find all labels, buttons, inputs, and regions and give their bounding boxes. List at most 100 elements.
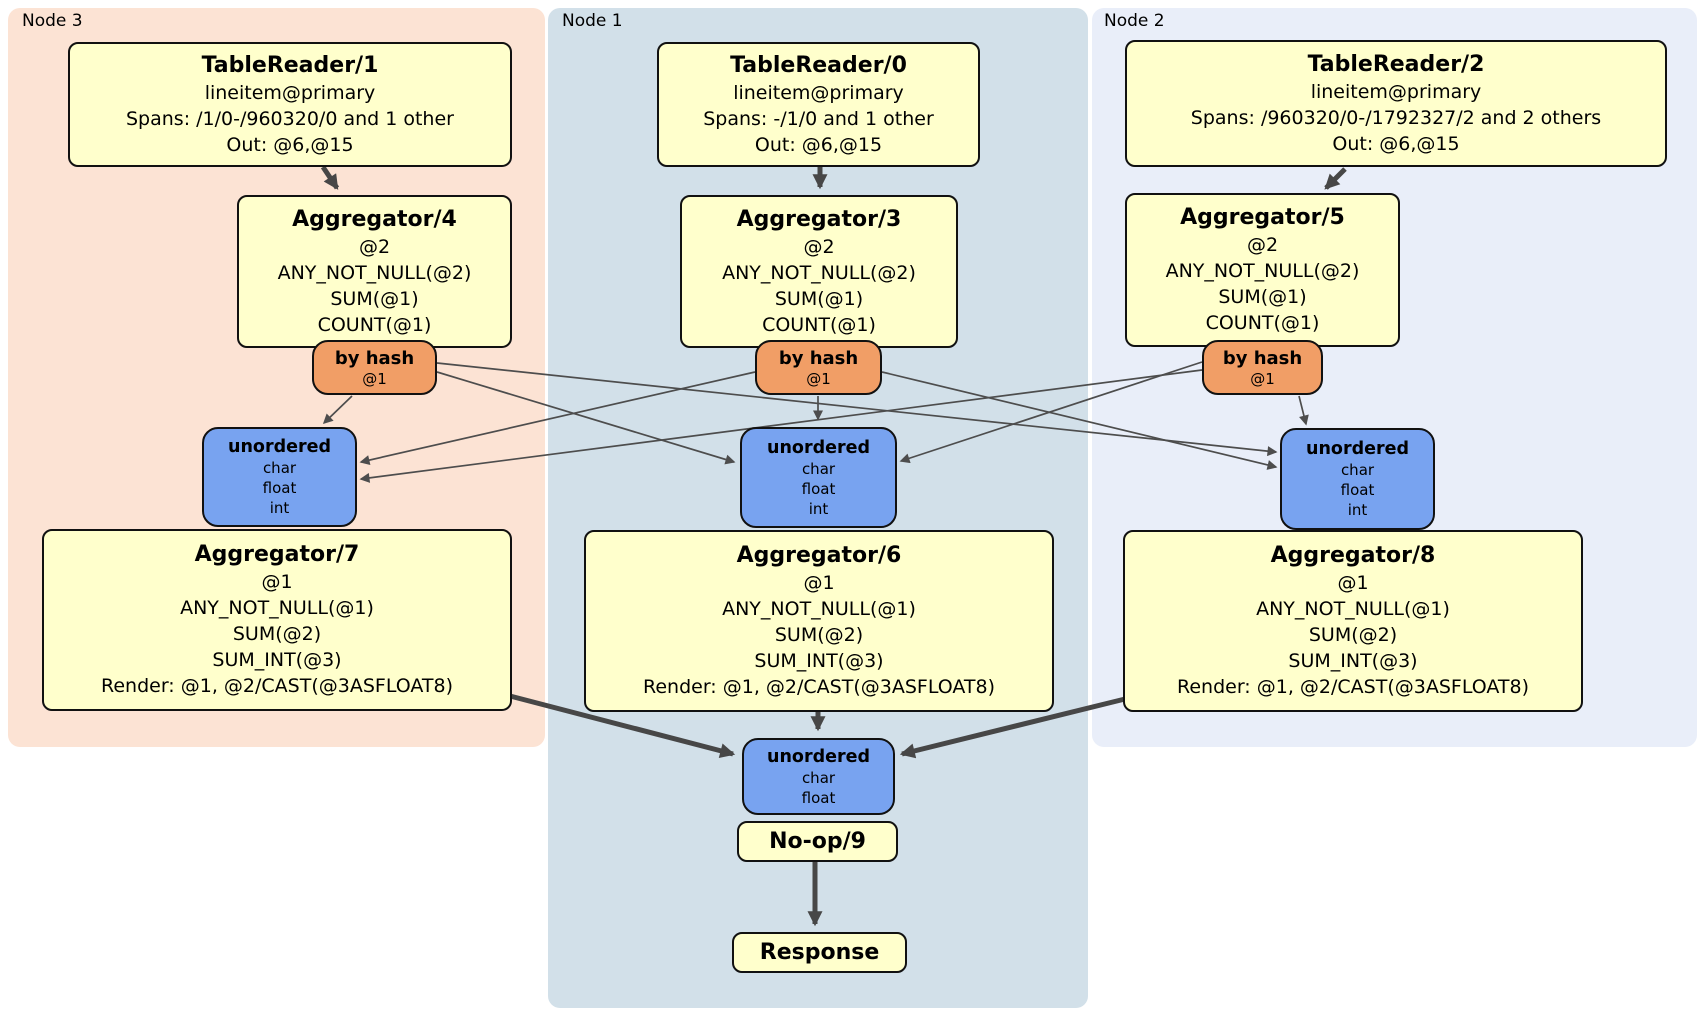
edge-router2-sync3 (359, 369, 1203, 483)
processor-line: SUM(@1) (1218, 286, 1307, 308)
edge-aggregator8-final-sync (899, 696, 1126, 759)
processor-line: COUNT(@1) (1205, 312, 1320, 334)
sync-title: unordered (767, 437, 870, 458)
processor-line: SUM_INT(@3) (1288, 650, 1418, 672)
edge-aggregator7-final-sync (509, 693, 736, 759)
sync-title: unordered (1306, 439, 1409, 459)
stream-arrows (322, 361, 1309, 483)
processor-line: @1 (1337, 572, 1369, 594)
processor-line: SUM(@2) (1308, 624, 1398, 646)
router-title: by hash (334, 347, 415, 369)
processor-line: ANY_NOT_NULL(@1) (1256, 598, 1450, 620)
router-line: @1 (1250, 369, 1275, 388)
processor-line: Spans: -/1/0 and 1 other (703, 107, 934, 130)
processor-line: Render: @1, @2/CAST(@3ASFLOAT8) (643, 676, 995, 698)
processor-title: Aggregator/3 (736, 206, 902, 232)
processor-title: Response (759, 939, 880, 965)
edge-tablereader1-aggregator4 (320, 165, 340, 190)
noop-9-box: No-op/9 (737, 821, 898, 862)
unordered-sync-node3: unordered char float int (202, 427, 357, 527)
unordered-sync-node2: unordered char float int (1280, 428, 1435, 530)
processor-line: lineitem@primary (1310, 80, 1482, 103)
router-line: @1 (362, 369, 387, 388)
edge-router2-sync1 (899, 361, 1203, 464)
sync-line: float (801, 479, 836, 498)
sync-line: int (808, 499, 829, 518)
processor-line: ANY_NOT_NULL(@2) (277, 261, 472, 284)
processor-line: @2 (803, 235, 835, 258)
processor-line: SUM(@2) (774, 624, 864, 646)
processor-line: Render: @1, @2/CAST(@3ASFLOAT8) (1177, 676, 1529, 698)
processor-line: SUM(@2) (232, 623, 322, 645)
sync-line: float (801, 788, 836, 807)
processor-title: Aggregator/7 (194, 542, 360, 567)
processor-line: Render: @1, @2/CAST(@3ASFLOAT8) (101, 675, 453, 697)
processor-line: Out: @6,@15 (1332, 132, 1460, 155)
processor-line: COUNT(@1) (317, 313, 432, 336)
node3-label: Node 3 (22, 11, 83, 31)
processor-title: Aggregator/8 (1270, 543, 1436, 568)
processor-line: Spans: /960320/0-/1792327/2 and 2 others (1190, 106, 1602, 129)
edge-router3-sync2 (436, 362, 1278, 457)
edge-router1-sync2 (881, 371, 1278, 470)
processor-line: lineitem@primary (733, 81, 904, 104)
processor-title: TableReader/0 (730, 52, 907, 78)
unordered-sync-final: unordered char float (742, 738, 895, 815)
processor-line: ANY_NOT_NULL(@2) (1165, 260, 1360, 282)
router-title: by hash (778, 347, 859, 369)
unordered-sync-node1: unordered char float int (740, 427, 897, 528)
edge-router3-sync1 (436, 371, 736, 465)
sync-line: float (1340, 481, 1375, 499)
sync-line: float (262, 479, 297, 497)
aggregator-3-box: Aggregator/3 @2 ANY_NOT_NULL(@2) SUM(@1)… (680, 195, 958, 348)
processor-title: No-op/9 (769, 828, 866, 854)
processor-line: lineitem@primary (204, 81, 376, 104)
edge-tablereader2-aggregator5 (1324, 167, 1347, 190)
processor-line: ANY_NOT_NULL(@2) (722, 261, 916, 284)
processor-line: @2 (1246, 234, 1279, 256)
node1-label: Node 1 (562, 11, 623, 31)
hash-router-node2: by hash @1 (1202, 340, 1323, 395)
router-title: by hash (1222, 347, 1303, 369)
tablereader-1-box: TableReader/1 lineitem@primary Spans: /1… (68, 42, 512, 167)
aggregator-7-box: Aggregator/7 @1 ANY_NOT_NULL(@1) SUM(@2)… (42, 529, 512, 711)
processor-title: TableReader/1 (201, 52, 379, 78)
processor-line: SUM_INT(@3) (754, 650, 884, 672)
processor-line: ANY_NOT_NULL(@1) (722, 598, 916, 620)
processor-line: @2 (358, 235, 391, 258)
response-box: Response (732, 932, 907, 973)
sync-line: char (801, 459, 836, 478)
aggregator-8-box: Aggregator/8 @1 ANY_NOT_NULL(@1) SUM(@2)… (1123, 530, 1583, 712)
sync-line: char (262, 459, 297, 477)
processor-title: Aggregator/5 (1180, 205, 1345, 230)
processor-line: Out: @6,@15 (754, 133, 883, 156)
processor-line: Spans: /1/0-/960320/0 and 1 other (126, 107, 454, 130)
sync-title: unordered (228, 437, 331, 457)
sync-line: int (1347, 501, 1368, 519)
processor-line: @1 (803, 572, 835, 594)
processor-line: SUM_INT(@3) (212, 649, 342, 671)
edge-router1-sync3 (359, 371, 756, 465)
processor-line: @1 (261, 571, 293, 593)
processor-line: ANY_NOT_NULL(@1) (180, 597, 374, 619)
processor-title: Aggregator/6 (736, 543, 902, 568)
sync-line: char (1340, 461, 1375, 479)
processor-line: SUM(@1) (774, 287, 864, 310)
edge-router2-sync2 (1298, 395, 1309, 426)
processor-line: Out: @6,@15 (226, 133, 354, 156)
edge-router3-sync3 (322, 395, 353, 425)
router-line: @1 (806, 369, 831, 388)
aggregator-4-box: Aggregator/4 @2 ANY_NOT_NULL(@2) SUM(@1)… (237, 195, 512, 348)
tablereader-0-box: TableReader/0 lineitem@primary Spans: -/… (657, 42, 980, 167)
hash-router-node3: by hash @1 (312, 340, 437, 395)
processor-line: COUNT(@1) (762, 313, 876, 336)
processor-line: SUM(@1) (330, 287, 419, 310)
tablereader-2-box: TableReader/2 lineitem@primary Spans: /9… (1125, 40, 1667, 167)
processor-title: TableReader/2 (1307, 51, 1485, 77)
sync-line: int (269, 499, 290, 517)
aggregator-6-box: Aggregator/6 @1 ANY_NOT_NULL(@1) SUM(@2)… (584, 530, 1054, 712)
hash-router-node1: by hash @1 (755, 340, 882, 395)
flow-arrows (320, 165, 1347, 927)
